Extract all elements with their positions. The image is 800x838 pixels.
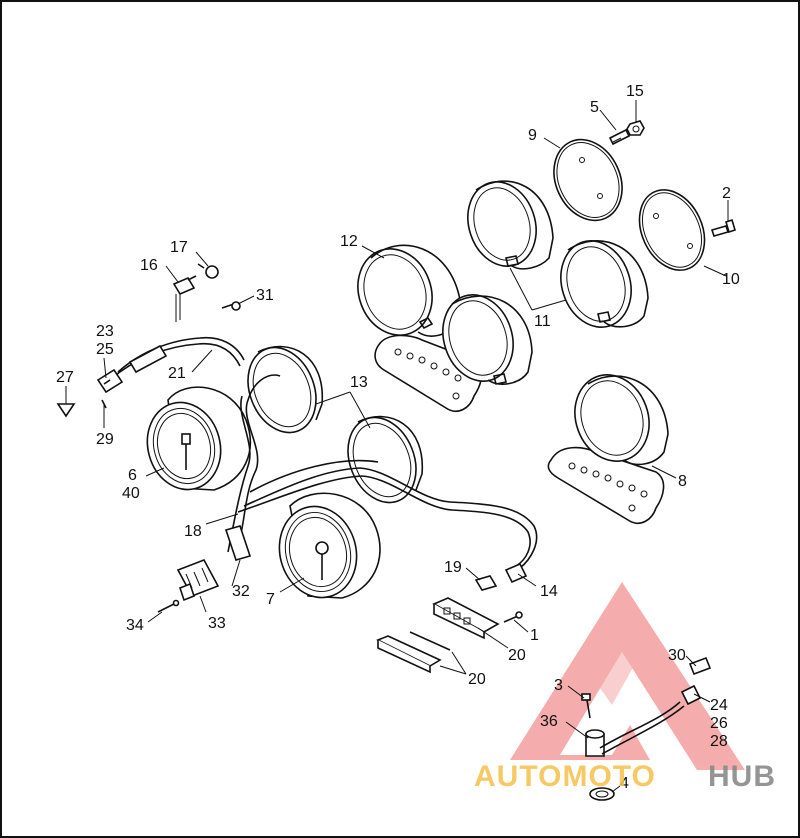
- socket-14: [504, 562, 528, 584]
- sensor-36: [585, 701, 685, 757]
- callout-5: 5: [590, 99, 599, 116]
- watermark-word-b: HUB: [708, 760, 776, 793]
- lens-9: [553, 138, 623, 222]
- indicator-21: [432, 597, 500, 640]
- callouts: 5 15 9 2 10 12 11 13 8 16 17 31 23 25 21…: [56, 83, 740, 792]
- callout-29: 28: [710, 733, 728, 750]
- callout-23: 21: [168, 365, 186, 382]
- callout-26: 25: [96, 341, 114, 358]
- callout-13: 13: [350, 374, 368, 391]
- callout-21: 20: [508, 647, 526, 664]
- bracket-cup-8: [547, 374, 669, 524]
- ring-13-left: [247, 345, 323, 434]
- callout-16: 16: [140, 257, 158, 274]
- gauge-6-40: [146, 386, 251, 491]
- screw-1: [503, 611, 523, 623]
- indicator-20: [376, 631, 451, 674]
- connector-34: [176, 559, 220, 602]
- callout-33: 32: [232, 583, 250, 600]
- callout-14: 14: [540, 583, 558, 600]
- bracket-cup-upper: [374, 294, 533, 412]
- screw-2: [710, 218, 736, 237]
- callout-34: 33: [208, 615, 226, 632]
- callout-7: 7: [266, 591, 275, 608]
- callout-19: 19: [444, 559, 462, 576]
- callout-27: 26: [710, 715, 728, 732]
- wire-harness: [111, 336, 538, 569]
- watermark-word-a: AUTOMOTO: [474, 760, 656, 793]
- washer-4: [589, 787, 615, 801]
- callout-10: 10: [722, 271, 740, 288]
- terminal-35: [157, 599, 180, 613]
- lens-10: [638, 189, 706, 271]
- sensor-16: [172, 275, 197, 322]
- plug-17: [197, 263, 219, 279]
- callout-17: 17: [170, 239, 188, 256]
- callout-24: 23: [96, 323, 114, 340]
- callout-40: 40: [122, 485, 140, 502]
- callout-8: 8: [678, 473, 687, 490]
- callout-28: 27: [56, 369, 74, 386]
- connector-25-27-29: [680, 684, 702, 706]
- gauge-7: [278, 492, 381, 599]
- callout-25: 24: [710, 697, 728, 714]
- callout-18: 18: [184, 523, 202, 540]
- clip-31: [688, 656, 712, 676]
- callout-11: 11: [534, 313, 551, 330]
- callout-32: 31: [256, 287, 274, 304]
- callout-12: 12: [340, 233, 358, 250]
- callout-36: 36: [540, 713, 558, 730]
- callout-4: 4: [620, 775, 629, 792]
- screw-5: [608, 128, 631, 146]
- bulb-19: [474, 575, 498, 591]
- watermark-logo: AUTOMOTO HUB: [474, 760, 776, 793]
- watermark-triangle: [510, 582, 745, 770]
- callout-15: 15: [626, 83, 644, 100]
- callout-30: 29: [96, 431, 114, 448]
- callout-1: 1: [530, 627, 539, 644]
- callout-35: 34: [126, 617, 144, 634]
- callout-6: 6: [128, 467, 137, 484]
- nut-15: [626, 120, 645, 136]
- bezel-11-bottom: [560, 240, 649, 328]
- callout-2: 2: [722, 185, 731, 202]
- callout-9: 9: [528, 127, 537, 144]
- callout-3: 3: [554, 677, 563, 694]
- bezel-12: [357, 244, 461, 337]
- bezel-11-top: [467, 180, 554, 270]
- callout-31: 30: [668, 647, 686, 664]
- callout-20-visible: 20: [468, 671, 486, 688]
- connector-24-26: [96, 368, 124, 394]
- leader-lines: [65, 100, 729, 793]
